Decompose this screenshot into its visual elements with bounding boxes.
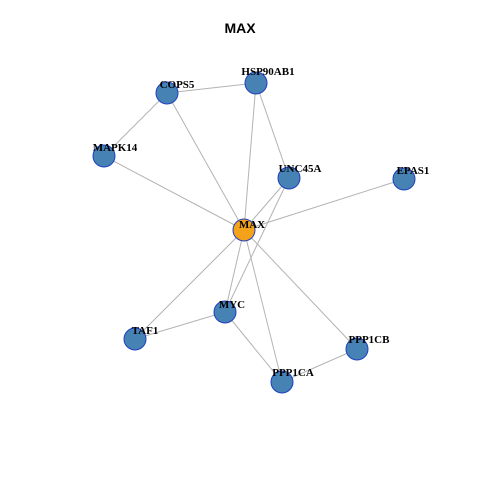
node-label-epas1: EPAS1 bbox=[397, 165, 430, 177]
node-cops5[interactable] bbox=[155, 81, 179, 105]
node-label-myc: MYC bbox=[219, 299, 245, 311]
edge-myc-ppp1ca bbox=[224, 311, 283, 383]
chart-title: MAX bbox=[224, 20, 256, 36]
edge-unc45a-myc bbox=[224, 177, 290, 313]
edge-cops5-hsp90ab1 bbox=[166, 82, 257, 94]
edge-ppp1ca-ppp1cb bbox=[281, 348, 358, 383]
edge-cops5-mapk14 bbox=[103, 92, 168, 157]
edge-max-ppp1cb bbox=[243, 229, 358, 350]
node-label-ppp1ca: PPP1CA bbox=[272, 367, 314, 379]
node-label-cops5: COPS5 bbox=[160, 79, 195, 91]
node-label-hsp90ab1: HSP90AB1 bbox=[241, 66, 294, 78]
edge-max-mapk14 bbox=[103, 155, 245, 231]
edge-myc-taf1 bbox=[134, 311, 226, 340]
node-label-ppp1cb: PPP1CB bbox=[349, 334, 391, 346]
edge-max-epas1 bbox=[243, 178, 405, 231]
node-label-mapk14: MAPK14 bbox=[93, 142, 138, 154]
node-max[interactable] bbox=[232, 218, 256, 242]
node-myc[interactable] bbox=[213, 300, 237, 324]
node-hsp90ab1[interactable] bbox=[244, 71, 268, 95]
edge-max-taf1 bbox=[134, 229, 245, 340]
node-ppp1cb[interactable] bbox=[345, 337, 369, 361]
node-label-max: MAX bbox=[239, 219, 265, 231]
node-mapk14[interactable] bbox=[92, 144, 116, 168]
edge-max-ppp1ca bbox=[243, 229, 283, 383]
edge-max-myc bbox=[224, 229, 245, 313]
edge-max-cops5 bbox=[166, 92, 245, 231]
edge-hsp90ab1-unc45a bbox=[255, 82, 290, 179]
node-ppp1ca[interactable] bbox=[270, 370, 294, 394]
node-epas1[interactable] bbox=[392, 167, 416, 191]
edge-max-hsp90ab1 bbox=[243, 82, 257, 231]
node-taf1[interactable] bbox=[123, 327, 147, 351]
node-label-unc45a: UNC45A bbox=[279, 163, 322, 175]
node-unc45a[interactable] bbox=[277, 166, 301, 190]
node-layer bbox=[92, 71, 416, 394]
node-label-taf1: TAF1 bbox=[132, 325, 159, 337]
edge-layer bbox=[103, 82, 405, 383]
